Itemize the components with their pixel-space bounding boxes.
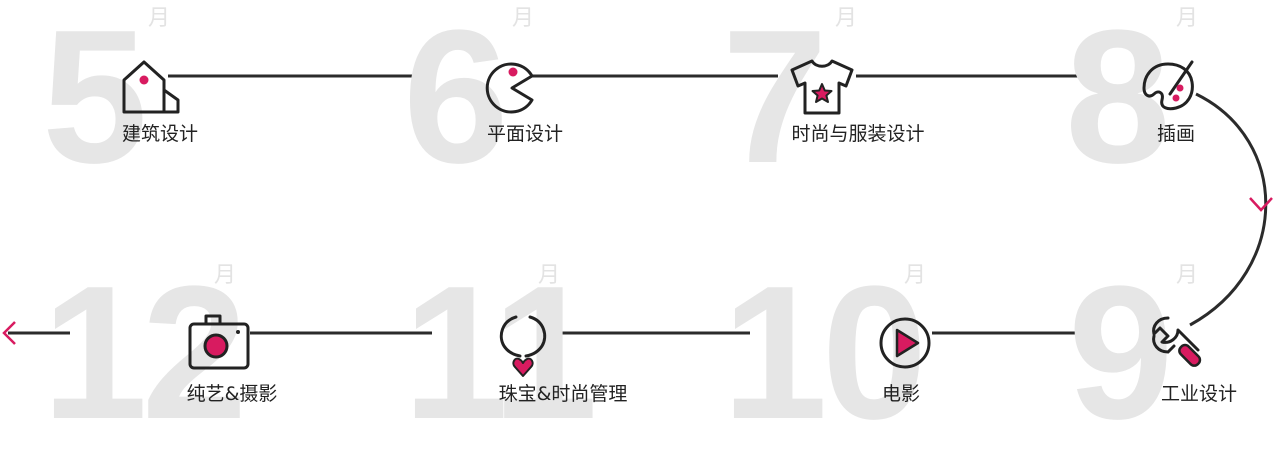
month-number: 5 (42, 0, 148, 203)
month-label: 工业设计 (1160, 383, 1238, 405)
month-unit: 月 (904, 263, 927, 288)
month-unit: 月 (1176, 263, 1199, 288)
play-icon (879, 317, 931, 369)
month-label: 珠宝&时尚管理 (498, 383, 628, 405)
month-unit: 月 (835, 6, 858, 31)
palette-brush-icon (1142, 60, 1194, 111)
month-unit: 月 (538, 263, 561, 288)
arrow-left-icon (2, 321, 16, 345)
month-label: 时尚与服装设计 (791, 123, 925, 145)
month-label: 纯艺&摄影 (186, 383, 278, 405)
timeline-path (2, 74, 1273, 345)
timeline: 5 月 建筑设计 6 月 平面设计 7 月 时尚与服装设计 8 月 (2, 0, 1273, 448)
camera-icon (188, 314, 250, 370)
necklace-heart-icon (499, 315, 547, 377)
house-icon (122, 60, 180, 114)
wrench-icon (1152, 316, 1202, 367)
month-number: 7 (722, 0, 828, 203)
month-unit: 月 (1176, 6, 1199, 31)
month-number: 6 (403, 0, 509, 203)
tshirt-star-icon (790, 59, 854, 115)
month-label: 建筑设计 (121, 123, 199, 145)
month-unit: 月 (214, 263, 237, 288)
pacman-icon (485, 62, 534, 114)
month-unit: 月 (148, 6, 171, 31)
month-unit: 月 (512, 6, 535, 31)
month-number: 8 (1065, 0, 1171, 203)
month-label: 电影 (881, 383, 921, 405)
month-label: 插画 (1156, 123, 1196, 145)
month-label: 平面设计 (486, 123, 564, 145)
chevron-down-icon (1249, 197, 1273, 212)
